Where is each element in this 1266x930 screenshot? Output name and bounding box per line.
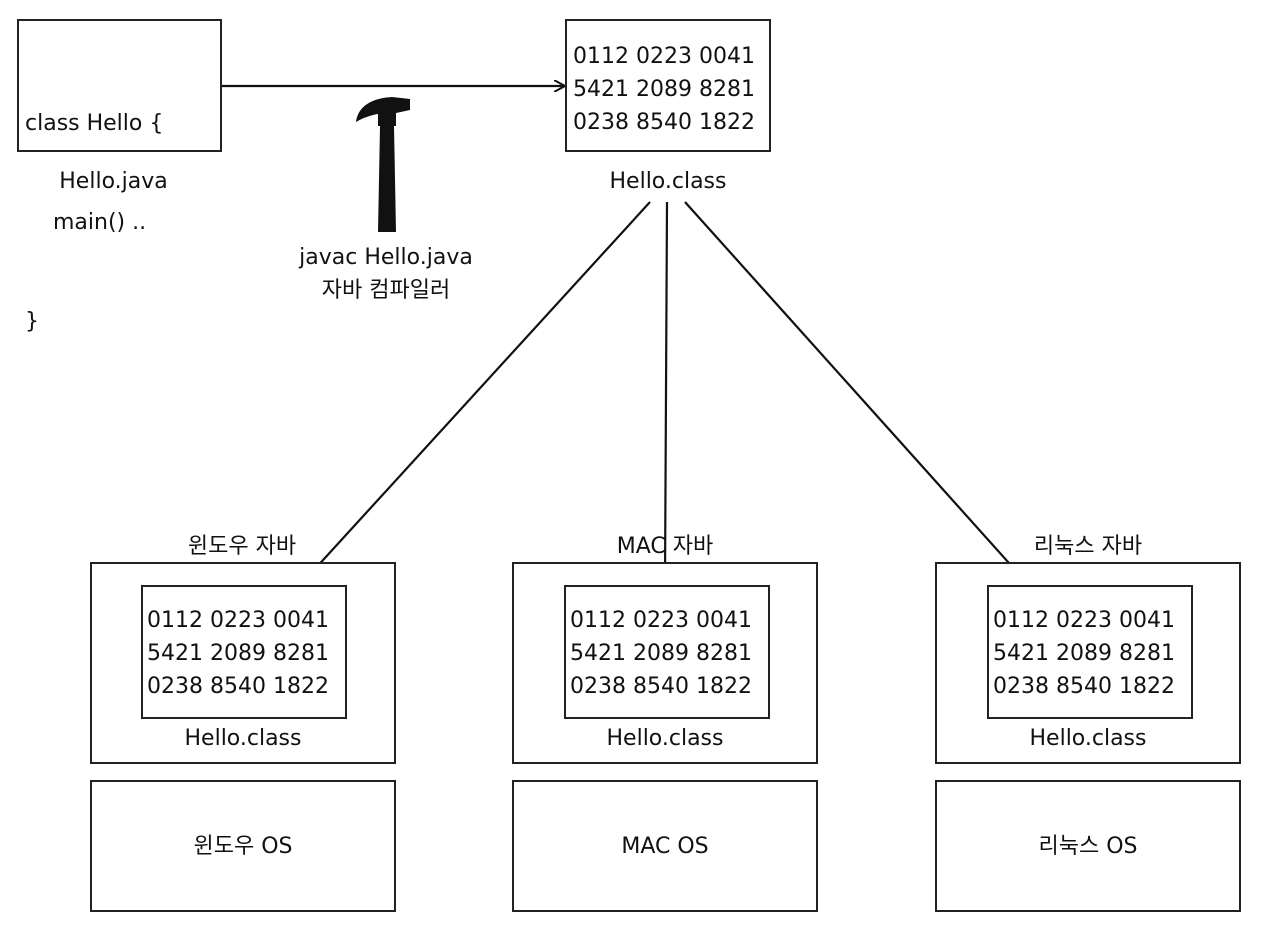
bytecode-line: 5421 2089 8281 [147,641,329,666]
source-code: class Hello { main() .. } [25,41,163,404]
bytecode-line: 5421 2089 8281 [993,641,1175,666]
bytecode-line: 0112 0223 0041 [993,608,1175,633]
bytecode: 0112 0223 0041 5421 2089 8281 0238 8540 … [570,604,752,703]
compiler-name: 자바 컴파일러 [321,278,451,303]
bytecode-line: 0112 0223 0041 [570,608,752,633]
source-filename: Hello.java [59,169,168,194]
bytecode: 0112 0223 0041 5421 2089 8281 0238 8540 … [147,604,329,703]
os-label-mac: MAC OS [621,834,709,859]
code-line: } [25,309,39,334]
os-box-windows: 윈도우 OS [90,780,396,912]
os-label-linux: 리눅스 OS [1038,834,1138,859]
os-box-mac: MAC OS [512,780,818,912]
jvm-box-linux: 0112 0223 0041 5421 2089 8281 0238 8540 … [935,562,1241,764]
bytecode: 0112 0223 0041 5421 2089 8281 0238 8540 … [993,604,1175,703]
bytecode-box-windows: 0112 0223 0041 5421 2089 8281 0238 8540 … [141,585,347,719]
bytecode-line: 0238 8540 1822 [993,674,1175,699]
source-code-box: class Hello { main() .. } [17,19,222,334]
jvm-box-windows: 0112 0223 0041 5421 2089 8281 0238 8540 … [90,562,396,764]
compiler-command: javac Hello.java [299,245,473,270]
bytecode-filename: Hello.class [609,169,727,194]
bytecode-box: 0112 0223 0041 5421 2089 8281 0238 8540 … [565,19,771,152]
bytecode-line: 0238 8540 1822 [147,674,329,699]
jvm-label-mac: MAC 자바 [616,534,714,559]
jvm-label-windows: 윈도우 자바 [187,534,297,559]
hammer-icon [356,97,410,232]
bytecode-line: 5421 2089 8281 [570,641,752,666]
bytecode-line: 0238 8540 1822 [573,110,755,135]
os-label-windows: 윈도우 OS [193,834,293,859]
arrow-to-linux [684,201,1026,582]
arrow-to-windows [303,201,651,582]
code-line: main() .. [25,210,147,235]
bytecode-line: 5421 2089 8281 [573,77,755,102]
class-label-linux: Hello.class [1029,726,1147,751]
bytecode-line: 0238 8540 1822 [570,674,752,699]
bytecode-box-mac: 0112 0223 0041 5421 2089 8281 0238 8540 … [564,585,770,719]
class-label-windows: Hello.class [184,726,302,751]
bytecode-line: 0112 0223 0041 [147,608,329,633]
jvm-label-linux: 리눅스 자바 [1033,534,1143,559]
bytecode: 0112 0223 0041 5421 2089 8281 0238 8540 … [573,40,755,139]
os-box-linux: 리눅스 OS [935,780,1241,912]
code-line: class Hello { [25,111,164,136]
arrow-to-mac [665,201,667,582]
bytecode-line: 0112 0223 0041 [573,44,755,69]
jvm-box-mac: 0112 0223 0041 5421 2089 8281 0238 8540 … [512,562,818,764]
class-label-mac: Hello.class [606,726,724,751]
bytecode-box-linux: 0112 0223 0041 5421 2089 8281 0238 8540 … [987,585,1193,719]
